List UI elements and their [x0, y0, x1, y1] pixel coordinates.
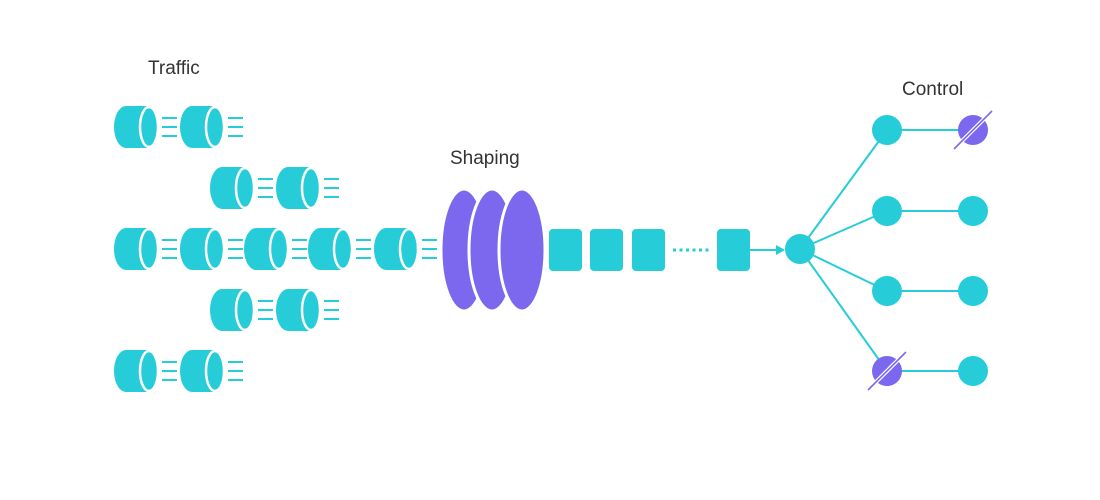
packet-cylinder-end: [204, 227, 226, 271]
packet-cylinder-end: [332, 227, 354, 271]
control-node: [958, 356, 988, 386]
control-node: [872, 276, 902, 306]
packet-cylinder-end: [204, 105, 226, 149]
packet-cylinder-end: [234, 166, 256, 210]
packet-cylinder-icon: [114, 350, 148, 392]
packet-cylinder-icon: [180, 350, 214, 392]
packet-cylinder-end: [138, 105, 160, 149]
shaping-disc-icon: [497, 187, 547, 313]
packet-cylinder-end: [138, 227, 160, 271]
packet-cylinder-end: [268, 227, 290, 271]
packet-cylinder-end: [398, 227, 420, 271]
packet-cylinder-end: [138, 349, 160, 393]
branch-line: [799, 248, 888, 372]
packet-cylinder-icon: [210, 289, 244, 331]
packet-cylinder-end: [300, 166, 322, 210]
packet-cylinder-icon: [180, 106, 214, 148]
shaping-label: Shaping: [450, 148, 520, 169]
block-slash-icon: [953, 110, 993, 150]
queue-packet: [717, 229, 750, 271]
branch-line: [799, 210, 888, 250]
queue-packet: [632, 229, 665, 271]
packet-cylinder-icon: [210, 167, 244, 209]
queue-packet: [549, 229, 582, 271]
packet-cylinder-icon: [374, 228, 408, 270]
traffic-label: Traffic: [148, 58, 200, 79]
packet-cylinder-icon: [276, 167, 310, 209]
queue-packet: [590, 229, 623, 271]
packet-cylinder-icon: [244, 228, 278, 270]
control-node: [872, 115, 902, 145]
packet-cylinder-icon: [276, 289, 310, 331]
hub-node: [785, 234, 815, 264]
branch-line: [799, 129, 888, 250]
control-node: [958, 276, 988, 306]
control-node: [958, 196, 988, 226]
block-slash-icon: [867, 351, 907, 391]
packet-cylinder-icon: [114, 228, 148, 270]
packet-cylinder-end: [300, 288, 322, 332]
packet-cylinder-end: [204, 349, 226, 393]
control-node: [872, 196, 902, 226]
packet-cylinder-icon: [180, 228, 214, 270]
branch-line: [799, 248, 888, 292]
packet-cylinder-end: [234, 288, 256, 332]
packet-cylinder-icon: [308, 228, 342, 270]
arrow-head-icon: [776, 245, 785, 255]
control-label: Control: [902, 79, 964, 100]
packet-cylinder-icon: [114, 106, 148, 148]
